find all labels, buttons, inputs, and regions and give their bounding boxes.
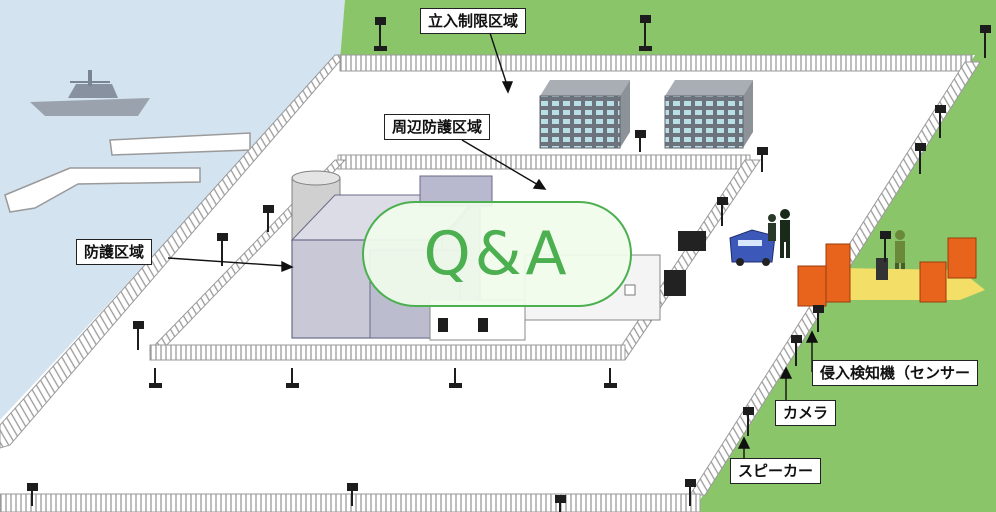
equipment-box <box>678 231 706 251</box>
label-restricted-zone: 立入制限区域 <box>420 8 527 34</box>
label-camera: カメラ <box>775 400 837 426</box>
leader-arrows <box>167 32 819 458</box>
ship-icon <box>30 70 150 116</box>
jetty <box>4 167 201 213</box>
outer-fence-back <box>339 54 973 72</box>
gate-icon <box>797 237 977 307</box>
camera-post-icon <box>27 15 991 512</box>
label-intrusion-sensor: 侵入検知機（センサー <box>812 360 979 386</box>
office-building-1 <box>539 80 630 149</box>
equipment-box <box>664 270 686 296</box>
inner-fence-back <box>337 154 751 170</box>
label-perimeter-zone: 周辺防護区域 <box>384 114 491 140</box>
vehicle-icon <box>729 229 776 266</box>
label-protected-zone: 防護区域 <box>76 239 153 265</box>
guard-icon <box>768 209 790 258</box>
label-speaker: スピーカー <box>730 458 822 484</box>
qa-badge: Q&A <box>362 201 632 307</box>
inner-fence-front <box>149 344 626 361</box>
office-building-2 <box>664 80 753 149</box>
outer-fence-front <box>0 493 701 512</box>
qa-badge-text: Q&A <box>423 219 571 289</box>
